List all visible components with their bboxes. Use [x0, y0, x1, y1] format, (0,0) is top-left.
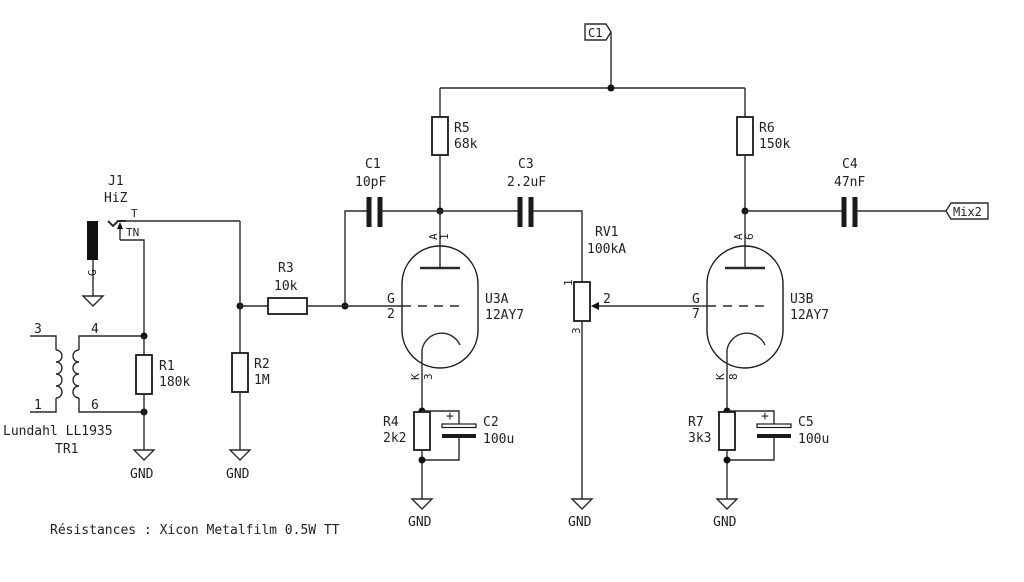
resistor-r4[interactable]: R4 2k2	[383, 411, 431, 451]
j1-value: HiZ	[104, 191, 128, 206]
net-label-c1[interactable]: C1	[584, 23, 612, 41]
u3a-pin-k: K	[409, 373, 422, 380]
resistor-note: Résistances : Xicon Metalfilm 0.5W TT	[50, 523, 340, 538]
gnd-symbol-u3b: GND	[713, 498, 739, 530]
u3b-pin-a: A	[732, 233, 745, 240]
c1-ref: C1	[365, 157, 381, 172]
tr1-ref: TR1	[55, 442, 78, 457]
r7-value: 3k3	[688, 431, 711, 446]
tr1-pin-6: 6	[91, 398, 99, 413]
r2-ref: R2	[254, 357, 270, 372]
capacitor-c2[interactable]: + C2 100u	[422, 409, 514, 461]
r3-ref: R3	[278, 261, 294, 276]
u3b-ref: U3B	[790, 292, 814, 307]
c2-plus: +	[446, 409, 454, 424]
u3a-pin-g: G	[387, 292, 395, 307]
gnd-label: GND	[130, 467, 154, 482]
rv1-pin3: 3	[570, 327, 583, 334]
tr1-value: Lundahl LL1935	[3, 424, 113, 439]
c4-value: 47nF	[834, 175, 865, 190]
junction-top	[607, 84, 615, 92]
r4-ref: R4	[383, 415, 399, 430]
capacitor-c5[interactable]: + C5 100u	[727, 409, 829, 461]
c5-plus: +	[761, 409, 769, 424]
u3a-pin-a: A	[427, 233, 440, 240]
u3a-ref: U3A	[485, 292, 509, 307]
c3-ref: C3	[518, 157, 534, 172]
capacitor-c4[interactable]: C4 47nF	[745, 157, 946, 227]
resistor-r5[interactable]: R5 68k	[431, 88, 478, 211]
r2-value: 1M	[254, 373, 270, 388]
u3a-pin-k-num: 3	[422, 373, 435, 380]
tr1-pin-1: 1	[34, 398, 42, 413]
tube-u3a[interactable]: A 1 G 2 K 3 U3A 12AY7	[380, 211, 524, 411]
resistor-r2[interactable]: R2 1M	[231, 221, 270, 450]
rv1-pin2: 2	[603, 292, 611, 307]
capacitor-c3[interactable]: C3 2.2uF	[440, 157, 583, 282]
net-label-mix2-text: Mix2	[953, 205, 982, 219]
c4-ref: C4	[842, 157, 858, 172]
jack-j1[interactable]: J1 HiZ T TN G	[86, 174, 240, 336]
resistor-r3[interactable]: R3 10k	[240, 261, 380, 315]
u3b-value: 12AY7	[790, 308, 829, 323]
r6-ref: R6	[759, 121, 775, 136]
c2-value: 100u	[483, 432, 514, 447]
gnd-label: GND	[568, 515, 592, 530]
rv1-ref: RV1	[595, 225, 618, 240]
gnd-symbol-r1: GND	[130, 449, 156, 482]
c1-value: 10pF	[355, 175, 386, 190]
j1-ref: J1	[108, 174, 124, 189]
u3b-pin-g-num: 7	[692, 307, 700, 322]
potentiometer-rv1[interactable]: 1 2 3 RV1 100kA	[562, 225, 700, 499]
gnd-label: GND	[713, 515, 737, 530]
u3a-pin-a-num: 1	[438, 233, 451, 240]
c5-value: 100u	[798, 432, 829, 447]
resistor-r7[interactable]: R7 3k3	[688, 411, 736, 451]
j1-pin-t: T	[131, 207, 138, 220]
u3b-pin-g: G	[692, 292, 700, 307]
gnd-label: GND	[226, 467, 250, 482]
u3b-pin-a-num: 6	[743, 233, 756, 240]
r1-value: 180k	[159, 375, 190, 390]
gnd-symbol-j1	[81, 295, 105, 307]
r5-value: 68k	[454, 137, 478, 152]
gnd-symbol-r2: GND	[226, 449, 252, 482]
r6-value: 150k	[759, 137, 790, 152]
capacitor-c1[interactable]: C1 10pF	[344, 157, 440, 306]
junction-r7-bottom	[723, 456, 731, 464]
u3b-pin-k: K	[714, 373, 727, 380]
r3-value: 10k	[274, 279, 298, 294]
u3b-pin-k-num: 8	[727, 373, 740, 380]
tr1-pin-3: 3	[34, 322, 42, 337]
resistor-r6[interactable]: R6 150k	[736, 88, 790, 211]
net-label-mix2[interactable]: Mix2	[945, 202, 989, 220]
c5-ref: C5	[798, 415, 814, 430]
gnd-label: GND	[408, 515, 432, 530]
junction-r4-bottom	[418, 456, 426, 464]
j1-pin-tn: TN	[126, 226, 139, 239]
r7-ref: R7	[688, 415, 704, 430]
c2-ref: C2	[483, 415, 499, 430]
resistor-r1[interactable]: R1 180k	[135, 336, 190, 450]
net-label-c1-text: C1	[588, 26, 602, 40]
tube-u3b[interactable]: A 6 G 7 K 8 U3B 12AY7	[692, 211, 829, 411]
u3a-pin-g-num: 2	[387, 307, 395, 322]
gnd-symbol-rv1: GND	[568, 498, 594, 530]
transformer-tr1[interactable]: 3 1 4 6 Lundahl LL1935 TR1	[3, 322, 144, 457]
gnd-symbol-u3a: GND	[408, 498, 434, 530]
r5-ref: R5	[454, 121, 470, 136]
c3-value: 2.2uF	[507, 175, 546, 190]
u3a-value: 12AY7	[485, 308, 524, 323]
r4-value: 2k2	[383, 431, 406, 446]
rv1-value: 100kA	[587, 242, 626, 257]
r1-ref: R1	[159, 359, 175, 374]
j1-pin-g: G	[86, 269, 99, 276]
tr1-pin-4: 4	[91, 322, 99, 337]
rv1-pin1: 1	[562, 279, 575, 286]
